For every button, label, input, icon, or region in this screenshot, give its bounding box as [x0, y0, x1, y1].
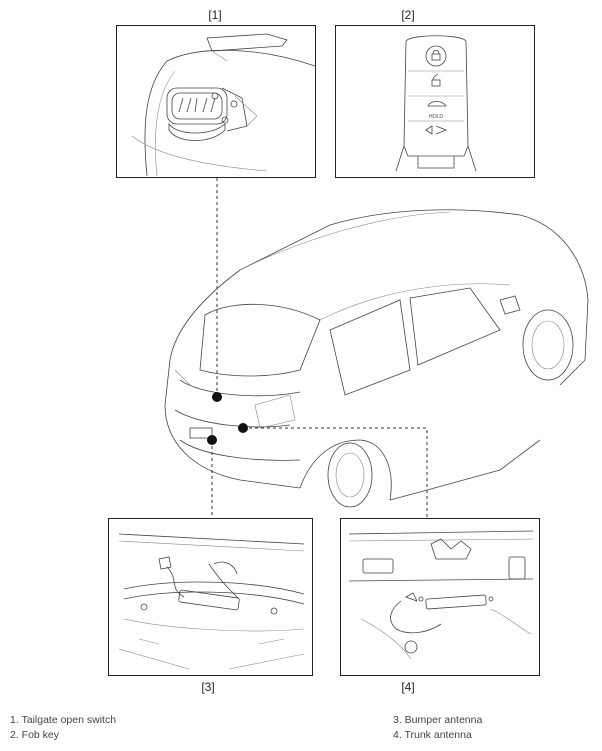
legend-item-3: 3. Bumper antenna	[393, 714, 483, 726]
detail-panel-fob-key: HOLD	[335, 25, 535, 178]
location-dot-tailgate-switch	[212, 392, 222, 402]
location-dot-bumper-antenna	[207, 435, 217, 445]
trunk-antenna-illustration	[348, 530, 534, 660]
legend-item-1: 1. Tailgate open switch	[10, 714, 117, 726]
fob-hold-label: HOLD	[429, 114, 443, 120]
bumper-antenna-illustration	[118, 533, 305, 670]
callout-label-2: [2]	[401, 8, 415, 22]
fob-key-illustration: HOLD	[395, 35, 477, 172]
tailgate-switch-illustration	[131, 33, 316, 177]
legend-item-4: 4. Trunk antenna	[393, 729, 472, 741]
location-dot-trunk-antenna	[238, 423, 248, 433]
detail-panel-trunk-antenna	[340, 518, 540, 676]
detail-panel-bumper-antenna	[108, 518, 313, 676]
callout-label-1: [1]	[208, 8, 222, 22]
legend-item-2: 2. Fob key	[10, 729, 60, 741]
callout-label-4: [4]	[401, 680, 415, 694]
callout-label-3: [3]	[201, 680, 215, 694]
detail-panel-tailgate-switch	[116, 25, 316, 178]
